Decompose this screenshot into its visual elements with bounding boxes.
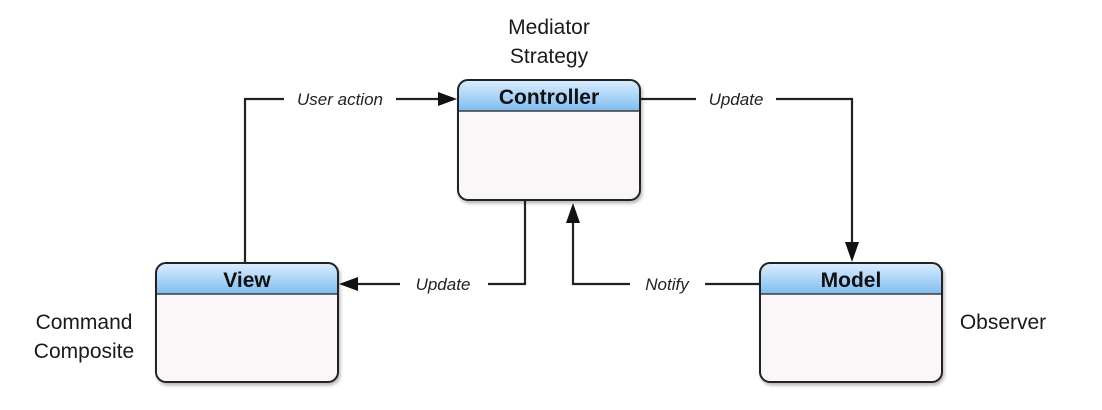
view-title: View xyxy=(223,269,271,292)
view-pattern-composite: Composite xyxy=(34,340,134,363)
edge-line xyxy=(571,220,760,286)
controller-title: Controller xyxy=(499,86,599,109)
controller-box xyxy=(457,79,641,201)
edge-line xyxy=(243,97,440,263)
arrowhead-left xyxy=(339,277,358,291)
edge-controller-to-model: Update xyxy=(641,90,859,262)
model-pattern-observer: Observer xyxy=(960,311,1046,334)
model-box xyxy=(759,262,943,383)
arrowhead-up xyxy=(566,203,580,223)
edge-model-to-controller: Notify xyxy=(566,203,760,294)
controller-box-border xyxy=(457,79,641,201)
edge-label-user-action: User action xyxy=(297,90,383,109)
edge-label-update-view: Update xyxy=(416,275,471,294)
edge-line xyxy=(641,97,854,244)
edge-view-to-controller: User action xyxy=(243,90,457,263)
arrowhead-right xyxy=(438,92,457,106)
model-box-header xyxy=(760,263,942,294)
edge-line xyxy=(356,201,527,286)
controller-pattern-mediator: Mediator xyxy=(508,16,590,39)
view-box xyxy=(155,262,339,383)
controller-box-header xyxy=(458,80,640,111)
arrowhead-down xyxy=(845,242,859,262)
view-pattern-command: Command xyxy=(36,311,133,334)
edge-controller-to-view: Update xyxy=(339,201,527,294)
controller-pattern-strategy: Strategy xyxy=(510,45,589,68)
edge-label-update-model: Update xyxy=(709,90,764,109)
view-box-border xyxy=(155,262,339,383)
edge-label-notify: Notify xyxy=(645,275,690,294)
model-title: Model xyxy=(821,269,882,292)
view-box-header xyxy=(156,263,338,294)
model-box-border xyxy=(759,262,943,383)
